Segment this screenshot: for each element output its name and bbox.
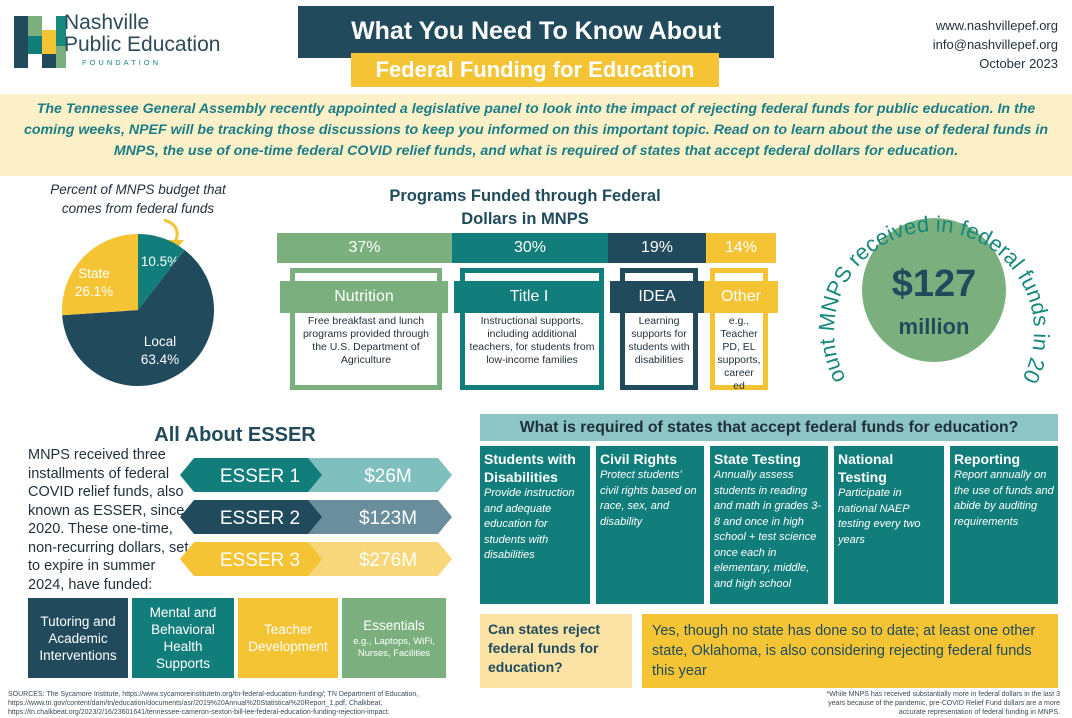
- esser-funded-4: Essentials e.g., Laptops, WiFi, Nurses, F…: [342, 598, 446, 678]
- requirement-title: Civil Rights: [600, 451, 678, 467]
- pie-slice-local: [62, 249, 214, 386]
- requirement-text: Protect students' civil rights based on …: [600, 469, 697, 528]
- program-desc-other: e.g., Teacher PD, EL supports, career ed: [717, 315, 761, 392]
- program-name-nutrition: Nutrition: [280, 281, 448, 313]
- requirement-title: Students with Disabilities: [484, 451, 576, 485]
- program-desc-title-i: Instructional supports, including additi…: [469, 315, 595, 366]
- requirement-title: Reporting: [954, 451, 1021, 467]
- website-link[interactable]: www.nashvillepef.org: [935, 18, 1058, 33]
- org-name-line1: Nashville: [64, 11, 150, 34]
- program-card-other: e.g., Teacher PD, EL supports, career ed: [710, 268, 768, 392]
- program-name-idea: IDEA: [610, 281, 704, 313]
- reject-question: Can states reject federal funds for educ…: [480, 614, 632, 688]
- esser-installments: ESSER 1 $26M ESSER 2 $123M ESSER 3 $276M: [180, 458, 452, 576]
- requirement-title: State Testing: [714, 451, 801, 467]
- pie-slice-federal: [138, 234, 185, 310]
- esser-description: MNPS received three installments of fede…: [28, 447, 189, 593]
- federal-funding-pie-chart: 10.5% Local 63.4% State 26.1%: [62, 234, 214, 386]
- program-desc-nutrition: Free breakfast and lunch programs provid…: [302, 315, 430, 366]
- esser-chevron-3: [180, 542, 340, 576]
- intro-banner: The Tennessee General Assembly recently …: [0, 94, 1072, 176]
- esser-funded-label-1: Tutoring and Academic Interventions: [39, 613, 117, 663]
- title-line2: Federal Funding for Education: [351, 53, 719, 87]
- program-share-other: 14%: [706, 233, 776, 263]
- program-share-nutrition: 37%: [277, 233, 452, 263]
- programs-title: Programs Funded through Federal Dollars …: [389, 187, 661, 228]
- esser-amount-2: $123M: [359, 508, 417, 529]
- pie-caption: Percent of MNPS budget that comes from f…: [50, 182, 226, 216]
- esser-chevron-1: [180, 458, 340, 492]
- esser-funded-3: Teacher Development: [238, 598, 338, 678]
- esser-title: All About ESSER: [154, 424, 316, 446]
- federal-total-badge: Amount MNPS received in federal funds in…: [812, 190, 1054, 387]
- federal-total-unit: million: [899, 314, 970, 339]
- pie-label-local: Local: [144, 334, 176, 349]
- requirements-heading: What is required of states that accept f…: [480, 414, 1058, 441]
- esser-funded-label-2: Mental and Behavioral Health Supports: [149, 605, 217, 671]
- esser-amount-chevron-2: [308, 500, 452, 534]
- requirement-text: Report annually on the use of funds and …: [954, 469, 1054, 528]
- title-line1: What You Need To Know About: [298, 6, 774, 58]
- esser-funded-sub-4: e.g., Laptops, WiFi, Nurses, Facilities: [353, 635, 435, 659]
- program-name-title-i: Title I: [454, 281, 604, 313]
- email-link[interactable]: info@nashvillepef.org: [932, 37, 1058, 52]
- requirement-text: Participate in national NAEP testing eve…: [838, 487, 921, 546]
- esser-chevron-2: [180, 500, 340, 534]
- esser-amount-chevron-1: [308, 458, 452, 492]
- program-desc-idea: Learning supports for students with disa…: [628, 315, 690, 366]
- pie-value-federal: 10.5%: [141, 254, 179, 269]
- requirement-text: Annually assess students in reading and …: [714, 469, 822, 590]
- reject-answer: Yes, though no state has done so to date…: [642, 614, 1058, 688]
- esser-name-2: ESSER 2: [220, 508, 300, 529]
- requirement-title: National Testing: [838, 451, 894, 485]
- program-share-idea: 19%: [608, 233, 706, 263]
- pie-value-state: 26.1%: [75, 284, 113, 299]
- esser-amount-chevron-3: [308, 542, 452, 576]
- org-name: Nashville Public Education: [64, 12, 220, 56]
- esser-name-1: ESSER 1: [220, 466, 300, 487]
- esser-name-3: ESSER 3: [220, 550, 300, 571]
- publish-date: October 2023: [979, 56, 1058, 71]
- esser-funded-label-3: Teacher Development: [248, 622, 328, 654]
- pie-value-local: 63.4%: [141, 352, 179, 367]
- contact-info: www.nashvillepef.org info@nashvillepef.o…: [933, 16, 1058, 73]
- org-sub: FOUNDATION: [82, 58, 162, 67]
- esser-funded-2: Mental and Behavioral Health Supports: [132, 598, 234, 678]
- esser-funded-1: Tutoring and Academic Interventions: [28, 598, 128, 678]
- program-share-title-i: 30%: [452, 233, 608, 263]
- federal-total-amount: $127: [892, 263, 977, 305]
- esser-amount-3: $276M: [359, 550, 417, 571]
- requirement-text: Provide instruction and adequate educati…: [484, 487, 575, 561]
- esser-funded-label-4: Essentials: [363, 617, 425, 633]
- npef-logo: [14, 16, 66, 68]
- pie-label-state: State: [78, 266, 110, 281]
- org-name-line2: Public Education: [64, 33, 221, 56]
- pie-slice-state: [62, 234, 138, 316]
- program-name-other: Other: [704, 281, 778, 313]
- esser-amount-1: $26M: [364, 466, 412, 487]
- footnote-text: *While MNPS has received substantially m…: [826, 691, 1060, 716]
- sources-text: SOURCES: The Sycamore Institute, https:/…: [8, 691, 419, 716]
